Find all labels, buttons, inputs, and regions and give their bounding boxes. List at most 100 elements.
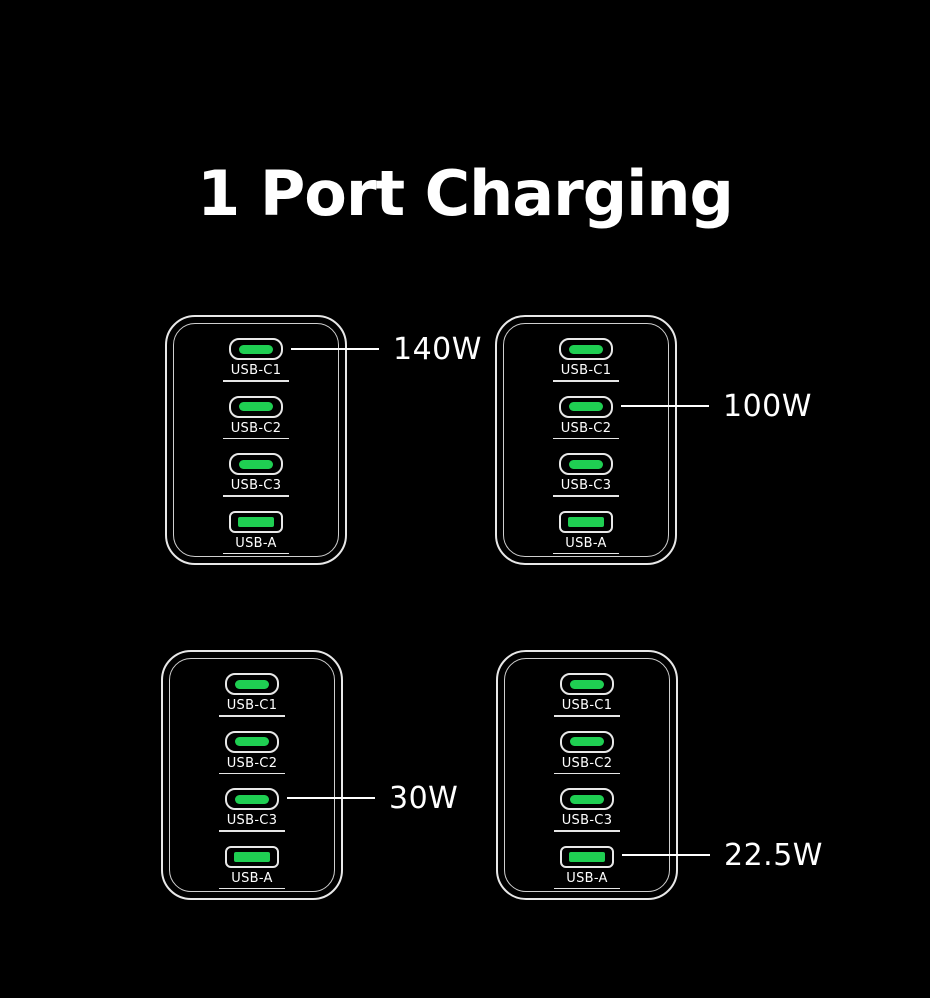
callout-bottom-right: 22.5W <box>622 837 823 873</box>
port-label: USB-C1 <box>230 363 282 378</box>
usb-c-port-icon <box>229 338 283 360</box>
usb-c-port-icon <box>225 673 279 695</box>
callout-top-left: 140W <box>291 331 482 367</box>
usb-a-port-icon <box>229 510 283 533</box>
port-pin <box>235 794 269 804</box>
port-underline <box>554 772 620 774</box>
charger-inner-border: USB-C1 USB-C2 USB-C3 USB-A <box>503 323 669 557</box>
wattage-label: 30W <box>389 780 459 816</box>
port-row: USB-C3 <box>553 453 619 497</box>
port-row: USB-A <box>554 845 620 889</box>
port-row: USB-C2 <box>223 395 289 439</box>
port-pin <box>235 737 269 746</box>
callout-top-right: 100W <box>621 388 812 424</box>
port-underline <box>219 887 285 889</box>
port-label: USB-C1 <box>560 363 612 378</box>
port-underline <box>219 772 285 774</box>
charger-inner-border: USB-C1 USB-C2 USB-C3 USB-A <box>504 658 670 892</box>
port-row: USB-C3 <box>219 788 285 832</box>
port-label: USB-C2 <box>230 420 282 436</box>
callout-bottom-left: 30W <box>287 780 459 816</box>
port-label: USB-A <box>231 870 273 886</box>
port-row: USB-C1 <box>223 338 289 382</box>
port-pin <box>570 679 604 689</box>
port-pin <box>568 516 604 527</box>
charger-inner-border: USB-C1 USB-C2 USB-C3 USB-A <box>169 658 335 892</box>
port-underline <box>554 830 620 832</box>
port-underline <box>223 380 289 382</box>
port-label: USB-C3 <box>230 478 282 493</box>
port-row: USB-A <box>553 510 619 554</box>
port-pin <box>569 851 605 862</box>
callout-line <box>287 797 375 799</box>
callout-line <box>622 854 710 856</box>
port-label: USB-C3 <box>561 813 613 828</box>
port-pin <box>235 679 269 689</box>
port-underline <box>219 715 285 717</box>
port-pin <box>569 459 603 469</box>
usb-c-port-icon <box>560 673 614 695</box>
port-row: USB-C3 <box>554 788 620 832</box>
usb-c-port-icon <box>560 788 614 810</box>
usb-c-port-icon <box>229 453 283 475</box>
port-underline <box>219 830 285 832</box>
callout-line <box>621 405 709 407</box>
port-underline <box>554 715 620 717</box>
port-pin <box>238 516 274 527</box>
page-title: 1 Port Charging <box>197 157 734 230</box>
usb-a-port-icon <box>225 845 279 868</box>
port-row: USB-C1 <box>554 673 620 717</box>
callout-line <box>291 348 379 350</box>
charger-top-left: USB-C1 USB-C2 USB-C3 USB-A <box>165 315 347 565</box>
port-underline <box>553 437 619 439</box>
charger-bottom-right: USB-C1 USB-C2 USB-C3 USB-A <box>496 650 678 900</box>
port-pin <box>239 344 273 354</box>
port-label: USB-C3 <box>226 813 278 828</box>
port-label: USB-C2 <box>560 420 612 436</box>
port-row: USB-A <box>219 845 285 889</box>
usb-c-port-icon <box>225 788 279 810</box>
port-underline <box>554 887 620 889</box>
port-row: USB-A <box>223 510 289 554</box>
usb-c-port-icon <box>559 453 613 475</box>
port-label: USB-C2 <box>226 755 278 771</box>
port-row: USB-C2 <box>554 730 620 774</box>
wattage-label: 140W <box>393 331 482 367</box>
port-row: USB-C1 <box>553 338 619 382</box>
port-label: USB-C1 <box>226 698 278 713</box>
usb-a-port-icon <box>559 510 613 533</box>
port-label: USB-A <box>565 535 607 551</box>
port-label: USB-A <box>566 870 608 886</box>
port-label: USB-C1 <box>561 698 613 713</box>
charger-bottom-left: USB-C1 USB-C2 USB-C3 USB-A <box>161 650 343 900</box>
port-underline <box>223 437 289 439</box>
port-pin <box>239 459 273 469</box>
port-underline <box>553 552 619 554</box>
usb-c-port-icon <box>560 730 614 753</box>
port-pin <box>570 794 604 804</box>
port-label: USB-C3 <box>560 478 612 493</box>
port-label: USB-A <box>235 535 277 551</box>
charger-inner-border: USB-C1 USB-C2 USB-C3 USB-A <box>173 323 339 557</box>
port-row: USB-C2 <box>553 395 619 439</box>
port-row: USB-C1 <box>219 673 285 717</box>
wattage-label: 22.5W <box>724 837 823 873</box>
port-pin <box>570 737 604 746</box>
usb-a-port-icon <box>560 845 614 868</box>
port-underline <box>553 495 619 497</box>
usb-c-port-icon <box>559 395 613 418</box>
usb-c-port-icon <box>225 730 279 753</box>
port-pin <box>569 402 603 411</box>
port-underline <box>223 552 289 554</box>
port-pin <box>569 344 603 354</box>
port-pin <box>239 402 273 411</box>
port-underline <box>553 380 619 382</box>
usb-c-port-icon <box>559 338 613 360</box>
port-row: USB-C3 <box>223 453 289 497</box>
wattage-label: 100W <box>723 388 812 424</box>
port-pin <box>234 851 270 862</box>
port-underline <box>223 495 289 497</box>
charger-top-right: USB-C1 USB-C2 USB-C3 USB-A <box>495 315 677 565</box>
port-row: USB-C2 <box>219 730 285 774</box>
